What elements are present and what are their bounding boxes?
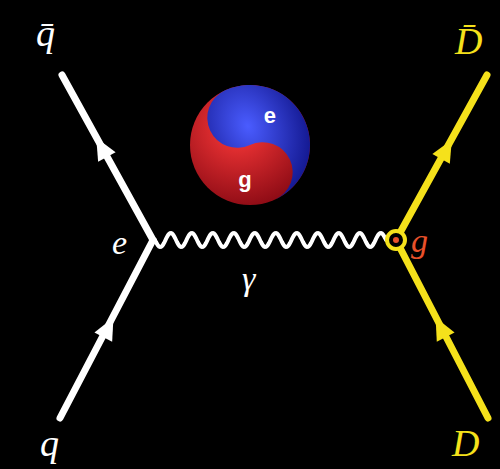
yin-yang-sphere: eg [188, 83, 312, 207]
arrow-head [87, 133, 115, 162]
particle-label: D [452, 424, 479, 462]
coupling-label: e [112, 226, 127, 260]
arrow-head [94, 313, 122, 342]
charge-letter: g [238, 169, 251, 191]
photon-wave [155, 233, 386, 247]
coupling-label: g [411, 224, 428, 258]
arrow-head [427, 313, 455, 342]
vertex-circle [387, 231, 405, 249]
particle-label: q̄ [36, 14, 55, 52]
antiquark-line [62, 75, 153, 240]
quark-line [60, 240, 153, 418]
arrow-head [432, 135, 460, 164]
photon-label: γ [242, 262, 255, 296]
charge-letter: e [264, 105, 276, 127]
particle-label: D̄ [455, 22, 482, 60]
particle-label: q [40, 424, 59, 462]
vertex-dot [393, 237, 399, 243]
dbar-line [396, 75, 487, 240]
blue-half [197, 83, 312, 207]
d-line [396, 240, 488, 418]
